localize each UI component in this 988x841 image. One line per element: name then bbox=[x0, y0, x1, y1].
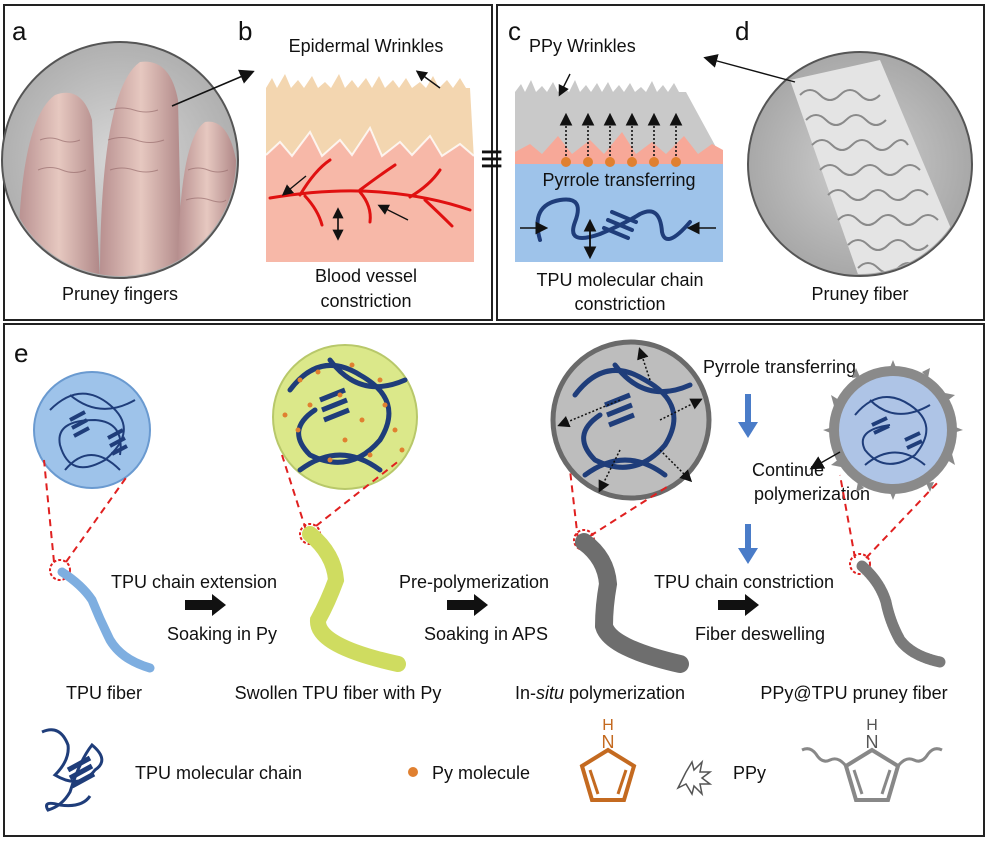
fiber-to-wrinkle-arrow bbox=[703, 54, 796, 83]
panel-label-d: d bbox=[735, 16, 749, 46]
in-situ-caption: In-situ polymerization bbox=[515, 683, 685, 703]
ppy-fiber-caption: PPy@TPU pruney fiber bbox=[760, 683, 947, 703]
ppy-to-continue-arrow bbox=[809, 451, 841, 470]
step1-arrow bbox=[185, 594, 226, 616]
pyrrole-structure-icon bbox=[579, 747, 637, 802]
blood-vessel-label-2: constriction bbox=[320, 291, 411, 311]
wrinkle-arrow bbox=[415, 70, 441, 89]
tpu-fiber-caption: TPU fiber bbox=[66, 683, 142, 703]
panel-label-e: e bbox=[14, 338, 28, 368]
ppy-wrinkle-arrow bbox=[558, 73, 571, 97]
ppy-n-label: N bbox=[866, 732, 879, 752]
legend-py-label: Py molecule bbox=[432, 763, 530, 783]
panel-label-a: a bbox=[12, 16, 27, 46]
continue-down-arrow-2 bbox=[738, 524, 758, 564]
panel-label-b: b bbox=[238, 16, 252, 46]
swollen-fiber-caption: Swollen TPU fiber with Py bbox=[235, 683, 442, 703]
pruney-fingers-image bbox=[1, 41, 239, 279]
step1-bottom-label: Soaking in Py bbox=[167, 624, 277, 644]
zoom-spot-4 bbox=[849, 553, 871, 575]
legend-tpu-chain-icon bbox=[41, 728, 104, 812]
pruney-fiber-label: Pruney fiber bbox=[811, 284, 908, 304]
blood-vessel-label-1: Blood vessel bbox=[315, 266, 417, 286]
step3-top-label: TPU chain constriction bbox=[654, 572, 834, 592]
step1-top-label: TPU chain extension bbox=[111, 572, 277, 592]
continue-label-2: polymerization bbox=[754, 484, 870, 504]
tpu-chain-label-1: TPU molecular chain bbox=[536, 270, 703, 290]
ppy-tpu-cross-section bbox=[515, 80, 723, 262]
legend-ppy-icon bbox=[676, 759, 713, 797]
pyrrole-transferring-label-e: Pyrrole transferring bbox=[703, 357, 856, 377]
in-situ-zoom-circle bbox=[550, 339, 712, 501]
swollen-chain-zoom-circle bbox=[272, 344, 418, 490]
step2-top-label: Pre-polymerization bbox=[399, 572, 549, 592]
swollen-fiber bbox=[302, 526, 406, 672]
ppy-fiber bbox=[856, 560, 946, 668]
continue-label-1: Continue bbox=[752, 460, 824, 480]
step3-arrow bbox=[718, 594, 759, 616]
tpu-chain-zoom-circle bbox=[33, 371, 151, 489]
ppy-coated-zoom-circle bbox=[823, 360, 963, 500]
step2-bottom-label: Soaking in APS bbox=[424, 624, 548, 644]
finger-to-skin-arrow bbox=[171, 69, 255, 107]
zoom-spot-1 bbox=[49, 559, 71, 581]
in-situ-fiber bbox=[575, 533, 689, 673]
epidermal-wrinkles-label: Epidermal Wrinkles bbox=[289, 36, 444, 56]
tpu-chain-label-2: constriction bbox=[574, 294, 665, 314]
ppy-structure-icon bbox=[801, 747, 943, 802]
continue-down-arrow-1 bbox=[738, 394, 758, 438]
pruney-fiber-image bbox=[747, 51, 973, 277]
legend-py-dot bbox=[408, 767, 418, 777]
pyrrole-h-label: H bbox=[602, 717, 614, 734]
panel-e-frame bbox=[3, 323, 985, 837]
skin-cross-section bbox=[265, 74, 475, 262]
equivalence-sign: ≡ bbox=[480, 137, 503, 181]
ppy-h-label: H bbox=[866, 717, 878, 734]
ppy-wrinkles-label: PPy Wrinkles bbox=[529, 36, 636, 56]
step3-bottom-label: Fiber deswelling bbox=[695, 624, 825, 644]
panel-label-c: c bbox=[508, 16, 521, 46]
pruney-fingers-label: Pruney fingers bbox=[62, 284, 178, 304]
legend-ppy-label: PPy bbox=[733, 763, 766, 783]
panel-cd-frame bbox=[496, 4, 985, 321]
step2-arrow bbox=[447, 594, 488, 616]
zoom-lines bbox=[43, 454, 941, 563]
tpu-fiber bbox=[57, 567, 155, 673]
pyrrole-n-label: N bbox=[602, 732, 615, 752]
legend-tpu-chain-label: TPU molecular chain bbox=[135, 763, 302, 783]
pyrrole-transferring-label-c: Pyrrole transferring bbox=[542, 170, 695, 190]
